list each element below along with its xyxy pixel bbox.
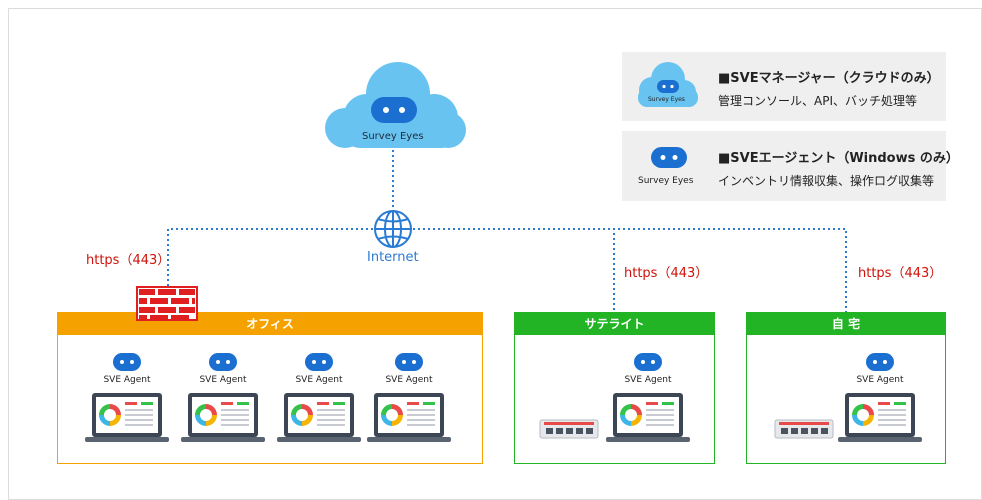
legend-manager-title: ■SVEマネージャー（クラウドのみ）	[718, 71, 940, 86]
network-switch-icon	[539, 419, 599, 439]
legend-cloud-brand: Survey Eyes	[648, 96, 685, 103]
agent-icon	[209, 353, 237, 371]
agent-icon	[866, 353, 894, 371]
legend-agent-brand: Survey Eyes	[638, 176, 694, 186]
agent-icon	[113, 353, 141, 371]
agent-label: SVE Agent	[199, 375, 247, 385]
internet-label: Internet	[367, 250, 419, 265]
laptop-icon	[606, 393, 690, 442]
laptop-icon	[838, 393, 922, 442]
legend-agent-desc: インベントリ情報収集、操作ログ収集等	[718, 174, 935, 188]
laptop-icon	[181, 393, 265, 442]
legend-agent-title: ■SVEエージェント（Windows のみ）	[718, 151, 959, 166]
line-to-office	[167, 228, 373, 288]
legend-manager-desc: 管理コンソール、API、バッチ処理等	[718, 94, 917, 108]
https-label-satellite: https（443）	[624, 266, 709, 281]
cloud-brand-label: Survey Eyes	[362, 131, 424, 142]
laptop-icon	[367, 393, 451, 442]
site-satellite-header: サテライト	[515, 313, 714, 335]
agent-icon	[395, 353, 423, 371]
https-label-office: https（443）	[86, 253, 171, 268]
cloud-agent-icon	[371, 97, 417, 123]
agent-label: SVE Agent	[856, 375, 904, 385]
https-label-home: https（443）	[858, 266, 943, 281]
network-switch-icon	[774, 419, 834, 439]
agent-label: SVE Agent	[103, 375, 151, 385]
agent-icon	[634, 353, 662, 371]
agent-icon	[305, 353, 333, 371]
laptop-icon	[277, 393, 361, 442]
laptop-icon	[85, 393, 169, 442]
agent-label: SVE Agent	[295, 375, 343, 385]
site-home-header: 自 宅	[747, 313, 945, 335]
agent-label: SVE Agent	[624, 375, 672, 385]
agent-label: SVE Agent	[385, 375, 433, 385]
